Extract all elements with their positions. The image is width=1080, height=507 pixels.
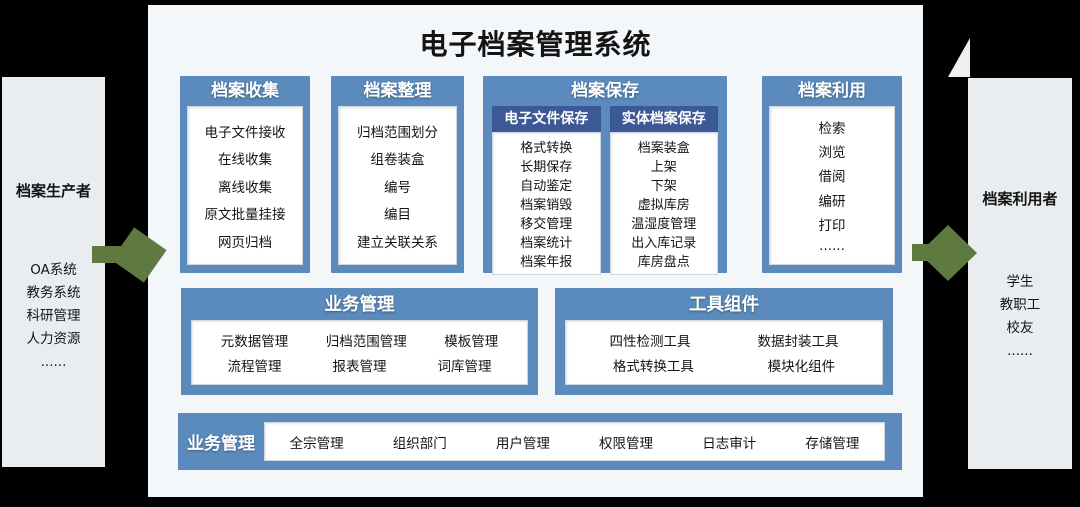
box-row: 元数据管理 归档范围管理 模板管理: [202, 330, 517, 350]
list-item: 编号: [384, 179, 411, 196]
box-row: 流程管理 报表管理 词库管理: [202, 355, 517, 375]
box-row: 四性检测工具 数据封装工具: [576, 330, 872, 350]
list-item: 温湿度管理: [631, 217, 697, 232]
list-item: 档案销毁: [520, 198, 573, 213]
list-item: 档案年报: [520, 255, 573, 270]
list-item: ......: [40, 354, 67, 370]
list-item: 档案统计: [520, 236, 573, 251]
list-item: 自动鉴定: [520, 179, 573, 194]
list-item: OA系统: [30, 262, 77, 278]
page-title: 电子档案管理系统: [419, 28, 652, 61]
list-item: 出入库记录: [631, 236, 697, 251]
list-item: 人力资源: [26, 331, 81, 347]
list-item: 编研: [818, 193, 846, 210]
list-item: 库房盘点: [637, 255, 690, 270]
subcolumn-list: 格式转换 长期保存 自动鉴定 档案销毁 移交管理 档案统计 档案年报: [492, 132, 601, 275]
list-item: 存储管理: [805, 435, 860, 452]
list-item: 网页归档: [218, 234, 272, 251]
box-header: 工具组件: [689, 295, 759, 315]
list-item: 组卷装盒: [370, 152, 425, 168]
list-item: 档案装盒: [637, 141, 690, 156]
list-item: 原文批量挂接: [204, 207, 286, 223]
subcolumn-list: 档案装盒 上架 下架 虚拟库房 温湿度管理 出入库记录 库房盘点: [609, 132, 718, 275]
subcolumn-header: 电子文件保存: [492, 106, 601, 132]
list-item: 教务系统: [26, 285, 81, 301]
subcolumn-group: 电子文件保存 格式转换 长期保存 自动鉴定 档案销毁 移交管理 档案统计 档案年…: [492, 106, 718, 275]
column-header: 档案收集: [211, 81, 279, 101]
list-item: 数据封装工具: [757, 334, 839, 350]
subcolumn-electronic-preservation: 电子文件保存 格式转换 长期保存 自动鉴定 档案销毁 移交管理 档案统计 档案年…: [492, 106, 601, 275]
list-item: 全宗管理: [289, 435, 344, 452]
list-item: 格式转换: [520, 141, 573, 156]
list-item: ......: [1007, 343, 1033, 359]
list-item: 格式转换工具: [612, 359, 694, 375]
corner-decoration: [948, 38, 970, 77]
list-item: 流程管理: [227, 359, 282, 375]
box-header: 业务管理: [324, 295, 395, 315]
list-item: 移交管理: [520, 217, 573, 232]
box-list: 元数据管理 归档范围管理 模板管理 流程管理 报表管理 词库管理: [191, 320, 528, 385]
subcolumn-physical-preservation: 实体档案保存 档案装盒 上架 下架 虚拟库房 温湿度管理 出入库记录 库房盘点: [609, 106, 718, 275]
box-tool-components: 工具组件 四性检测工具 数据封装工具 格式转换工具 模块化组件: [555, 288, 893, 395]
column-header: 档案整理: [363, 81, 432, 101]
list-item: 长期保存: [520, 160, 573, 175]
list-item: 浏览: [818, 145, 846, 162]
list-item: 校友: [1006, 320, 1034, 336]
list-item: 归档范围划分: [357, 124, 438, 141]
box-list: 四性检测工具 数据封装工具 格式转换工具 模块化组件: [565, 320, 883, 385]
list-item: 借阅: [818, 169, 846, 186]
side-panel-title: 档案生产者: [15, 182, 91, 200]
panel-archive-users: 档案利用者 学生 教职工 校友 ......: [968, 78, 1072, 469]
list-item: 模板管理: [444, 334, 499, 350]
panel-archive-producers: 档案生产者 OA系统 教务系统 科研管理 人力资源 ......: [2, 77, 105, 467]
column-archive-utilization: 档案利用 检索 浏览 借阅 编研 打印 ......: [762, 76, 902, 273]
list-item: 学生: [1006, 274, 1034, 290]
list-item: 报表管理: [332, 359, 387, 375]
list-item: 上架: [650, 160, 677, 175]
list-item: 组织部门: [392, 435, 447, 452]
list-item: 下架: [650, 179, 677, 194]
column-archive-preservation: 档案保存 电子文件保存 格式转换 长期保存 自动鉴定 档案销毁 移交管理 档案统…: [483, 76, 727, 275]
list-item: 四性检测工具: [609, 334, 691, 350]
bottom-bar-business-management: 业务管理 全宗管理 组织部门 用户管理 权限管理 日志审计 存储管理: [178, 413, 902, 470]
list-item: 电子文件接收: [204, 124, 286, 141]
list-item: 元数据管理: [220, 334, 289, 350]
bottom-bar-header: 业务管理: [187, 434, 255, 454]
column-header: 档案保存: [571, 81, 639, 101]
system-panel: 电子档案管理系统 档案收集 电子文件接收 在线收集 离线收集 原文批量挂接 网页…: [148, 5, 923, 497]
subcolumn-header: 实体档案保存: [609, 106, 718, 132]
list-item: 编目: [384, 207, 411, 223]
column-list: 电子文件接收 在线收集 离线收集 原文批量挂接 网页归档: [187, 106, 303, 265]
column-archive-arrangement: 档案整理 归档范围划分 组卷装盒 编号 编目 建立关联关系: [331, 76, 464, 273]
side-panel-title: 档案利用者: [982, 190, 1058, 208]
list-item: 归档范围管理: [325, 334, 407, 350]
list-item: 词库管理: [437, 359, 492, 375]
side-panel-list: OA系统 教务系统 科研管理 人力资源 ......: [2, 259, 105, 374]
side-panel-list: 学生 教职工 校友 ......: [968, 271, 1072, 363]
column-list: 检索 浏览 借阅 编研 打印 ......: [769, 106, 895, 265]
list-item: 模块化组件: [767, 359, 836, 375]
box-business-management: 业务管理 元数据管理 归档范围管理 模板管理 流程管理 报表管理 词库管理: [181, 288, 538, 395]
list-item: 日志审计: [702, 435, 757, 452]
list-item: 权限管理: [599, 435, 654, 452]
column-archive-collection: 档案收集 电子文件接收 在线收集 离线收集 原文批量挂接 网页归档: [180, 76, 310, 273]
list-item: 在线收集: [218, 152, 272, 168]
list-item: 科研管理: [26, 308, 81, 324]
column-header: 档案利用: [798, 81, 866, 101]
list-item: 检索: [818, 121, 846, 138]
bottom-bar-list: 全宗管理 组织部门 用户管理 权限管理 日志审计 存储管理: [264, 422, 885, 461]
list-item: 打印: [818, 217, 846, 234]
list-item: 虚拟库房: [637, 198, 690, 213]
box-row: 格式转换工具 模块化组件: [576, 355, 872, 375]
column-list: 归档范围划分 组卷装盒 编号 编目 建立关联关系: [338, 106, 457, 265]
list-item: ......: [819, 237, 845, 254]
list-item: 教职工: [999, 297, 1041, 313]
list-item: 建立关联关系: [357, 234, 438, 251]
list-item: 用户管理: [495, 435, 550, 452]
list-item: 离线收集: [218, 179, 272, 196]
